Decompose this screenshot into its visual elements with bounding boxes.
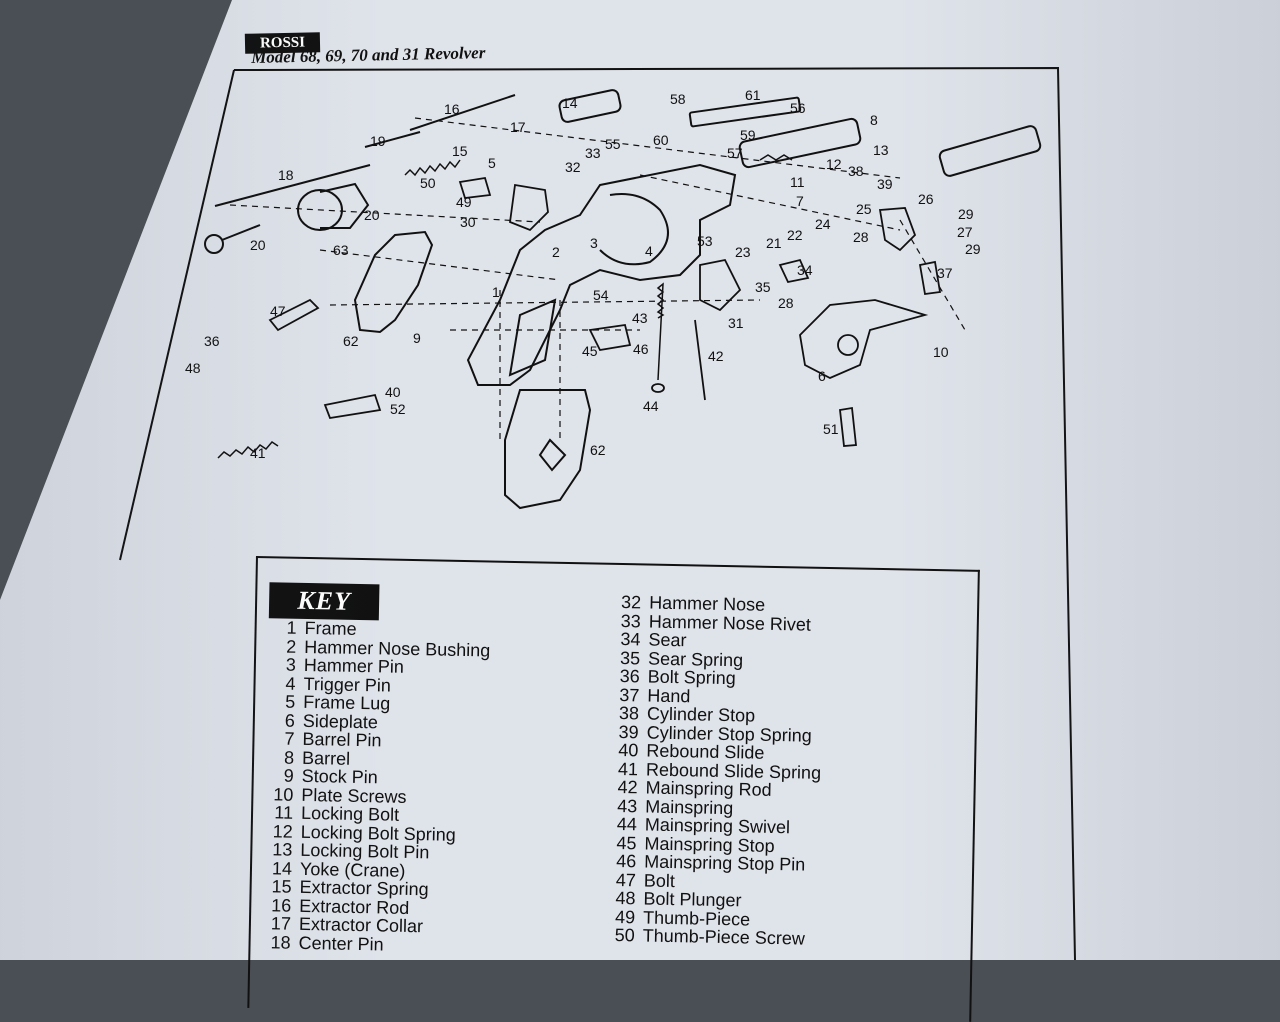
callout-37: 37	[937, 265, 953, 281]
callout-6: 6	[818, 368, 826, 384]
callout-34: 34	[797, 262, 813, 278]
callout-29a: 29	[958, 206, 974, 222]
callout-38: 38	[848, 163, 864, 179]
callout-39: 39	[877, 176, 893, 192]
callout-7: 7	[796, 193, 804, 209]
callout-24: 24	[815, 216, 831, 232]
callout-18: 18	[278, 167, 294, 183]
callout-27: 27	[957, 224, 973, 240]
callout-10: 10	[933, 344, 949, 360]
callout-5: 5	[488, 155, 496, 171]
callout-29b: 29	[965, 241, 981, 257]
callout-48: 48	[185, 360, 201, 376]
callout-20b: 20	[250, 237, 266, 253]
callout-16: 16	[444, 101, 460, 117]
callout-35: 35	[755, 279, 771, 295]
callout-49: 49	[456, 194, 472, 210]
callout-19: 19	[370, 133, 386, 149]
key-title: KEY	[268, 582, 380, 621]
callout-36: 36	[204, 333, 220, 349]
callout-40: 40	[385, 384, 401, 400]
callout-4: 4	[645, 243, 653, 259]
callout-30: 30	[460, 214, 476, 230]
callout-51: 51	[823, 421, 839, 437]
callout-2: 2	[552, 244, 560, 260]
callout-43: 43	[632, 310, 648, 326]
callout-28a: 28	[853, 229, 869, 245]
callout-53: 53	[697, 233, 713, 249]
callout-55: 55	[605, 136, 621, 152]
callout-13: 13	[873, 142, 889, 158]
callout-42: 42	[708, 348, 724, 364]
callout-61: 61	[745, 87, 761, 103]
callout-52: 52	[390, 401, 406, 417]
callout-56: 56	[790, 100, 806, 116]
callout-58: 58	[670, 91, 686, 107]
callout-12: 12	[826, 156, 842, 172]
callout-41: 41	[250, 445, 266, 461]
callout-45: 45	[582, 343, 598, 359]
callout-9: 9	[413, 330, 421, 346]
callout-8: 8	[870, 112, 878, 128]
callout-54: 54	[593, 287, 609, 303]
callout-23: 23	[735, 244, 751, 260]
callout-47: 47	[270, 303, 286, 319]
callout-26: 26	[918, 191, 934, 207]
callout-62b: 62	[343, 333, 359, 349]
callout-50: 50	[420, 175, 436, 191]
callout-57: 57	[727, 145, 743, 161]
callout-17: 17	[510, 119, 526, 135]
callout-25: 25	[856, 201, 872, 217]
callout-1: 1	[492, 284, 500, 300]
callout-21: 21	[766, 235, 782, 251]
callout-62a: 62	[590, 442, 606, 458]
callout-33: 33	[585, 145, 601, 161]
callout-11: 11	[790, 174, 805, 190]
callout-60: 60	[653, 132, 669, 148]
callout-46: 46	[633, 341, 649, 357]
callout-31: 31	[728, 315, 744, 331]
callout-28b: 28	[778, 295, 794, 311]
callout-63: 63	[333, 242, 349, 258]
callout-22: 22	[787, 227, 803, 243]
callout-14: 14	[562, 95, 578, 111]
callout-59: 59	[740, 127, 756, 143]
exploded-parts-diagram: 1 2 3 4 5 6 7 8 9 10 11 12 13 14 15 16 1…	[119, 66, 1076, 960]
callout-32: 32	[565, 159, 581, 175]
callout-3: 3	[590, 235, 598, 251]
callout-44: 44	[643, 398, 659, 414]
callout-15: 15	[452, 143, 468, 159]
callout-20a: 20	[364, 207, 380, 223]
